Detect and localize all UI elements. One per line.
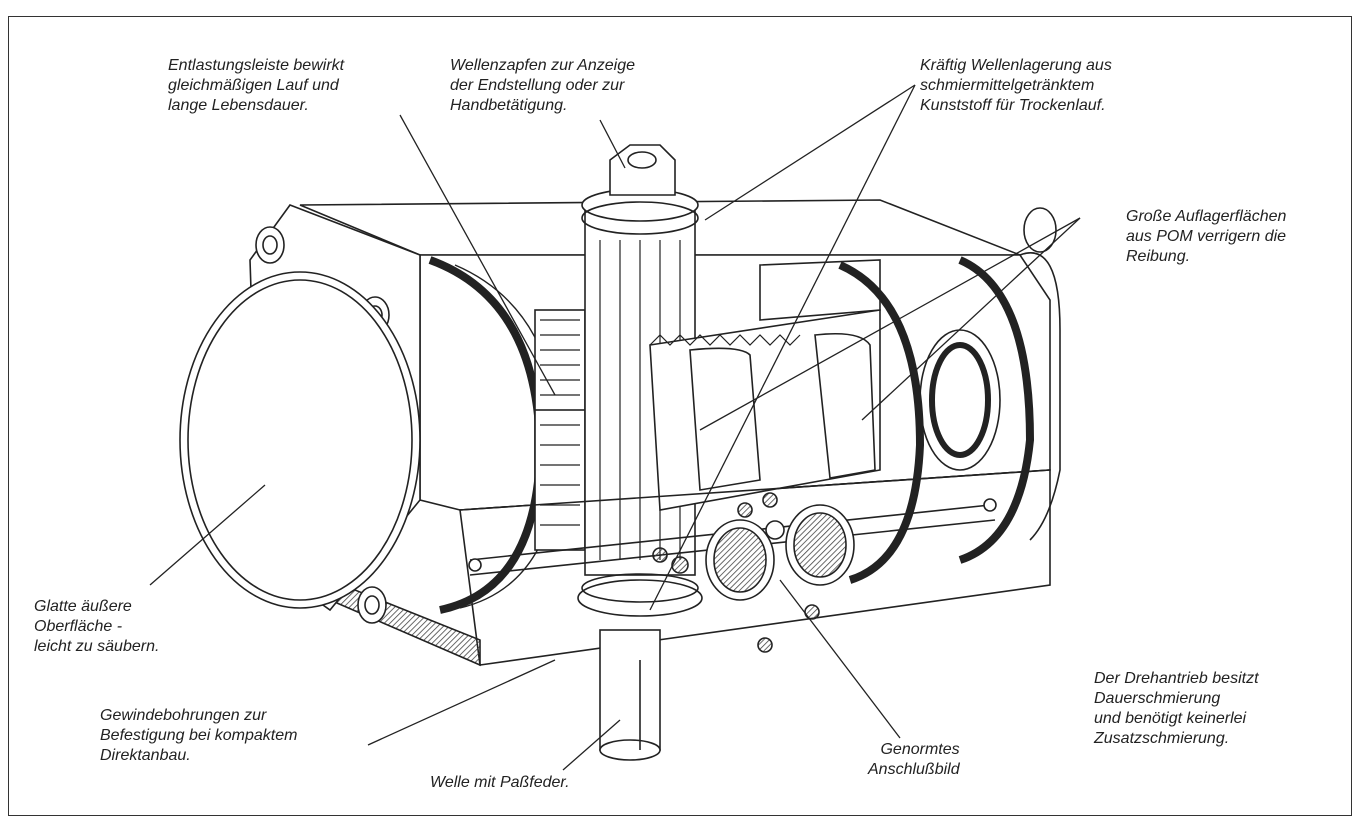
label-line: Der Drehantrieb besitzt [1094, 670, 1259, 687]
leader-welle [562, 719, 621, 771]
label-anschlussbild: Genormtes Anschlußbild [868, 740, 960, 780]
label-line: Handbetätigung. [450, 97, 568, 114]
leader-auflager-a [699, 217, 1081, 431]
label-auflagerflaechen: Große Auflagerflächen aus POM verrigern … [1126, 207, 1286, 267]
label-line: Welle mit Paßfeder. [430, 774, 570, 791]
label-line: Befestigung bei kompaktem [100, 727, 298, 744]
label-line: Direktanbau. [100, 747, 191, 764]
label-entlastungsleiste: Entlastungsleiste bewirkt gleichmäßigen … [168, 56, 344, 116]
label-line: Genormtes [880, 741, 960, 758]
leader-wellenzapfen [599, 119, 626, 169]
label-dauerschmierung: Der Drehantrieb besitzt Dauerschmierung … [1094, 669, 1259, 749]
leader-glatte [149, 484, 266, 586]
leader-anschluss [779, 579, 901, 739]
label-line: Zusatzschmierung. [1094, 730, 1230, 747]
leader-wellenlagerung-a [704, 84, 916, 221]
label-line: leicht zu säubern. [34, 638, 160, 655]
leader-auflager-b [861, 217, 1081, 421]
label-welle: Welle mit Paßfeder. [430, 773, 570, 793]
label-gewindebohrungen: Gewindebohrungen zur Befestigung bei kom… [100, 706, 297, 766]
label-wellenzapfen: Wellenzapfen zur Anzeige der Endstellung… [450, 56, 635, 116]
label-line: Kräftig Wellenlagerung aus [920, 57, 1112, 74]
label-line: Gewindebohrungen zur [100, 707, 267, 724]
label-line: Große Auflagerflächen [1126, 208, 1287, 225]
label-line: Entlastungsleiste bewirkt [168, 57, 345, 74]
leader-wellenlagerung-b [649, 84, 916, 611]
label-line: Anschlußbild [868, 761, 960, 778]
leader-lines [149, 84, 1081, 771]
label-line: Glatte äußere [34, 598, 132, 615]
label-line: der Endstellung oder zur [450, 77, 625, 94]
label-line: und benötigt keinerlei [1094, 710, 1247, 727]
leader-entlastung [399, 114, 556, 396]
label-line: gleichmäßigen Lauf und [168, 77, 339, 94]
label-line: Wellenzapfen zur Anzeige [450, 57, 635, 74]
label-glatte-oberflaeche: Glatte äußere Oberfläche - leicht zu säu… [34, 597, 159, 657]
label-line: Reibung. [1126, 248, 1191, 265]
label-line: Dauerschmierung [1094, 690, 1221, 707]
label-line: lange Lebensdauer. [168, 97, 309, 114]
label-line: Oberfläche - [34, 618, 123, 635]
label-line: Kunststoff für Trockenlauf. [920, 97, 1106, 114]
label-line: schmiermittelgetränktem [920, 77, 1095, 94]
actuator-body [179, 144, 1061, 761]
label-wellenlagerung: Kräftig Wellenlagerung aus schmiermittel… [920, 56, 1112, 116]
leader-gewinde [367, 659, 556, 746]
label-line: aus POM verrigern die [1126, 228, 1287, 245]
